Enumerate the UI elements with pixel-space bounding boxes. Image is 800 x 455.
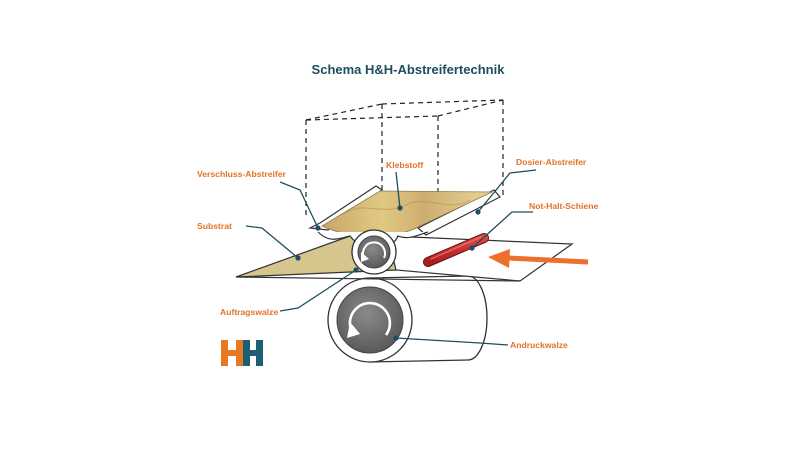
small-rotation-arrow-icon <box>362 241 386 259</box>
verschluss-abstreifer-blade <box>307 185 384 231</box>
auftragswalze-roller <box>351 229 397 275</box>
not-halt-schiene <box>423 233 489 267</box>
leader-dots <box>295 205 481 341</box>
rotation-arrowhead-icon <box>347 322 360 338</box>
label-not-halt-schiene: Not-Halt-Schiene <box>529 201 598 211</box>
label-auftragswalze: Auftragswalze <box>220 307 278 317</box>
label-dosier-abstreifer: Dosier-Abstreifer <box>516 157 587 167</box>
label-andruckwalze: Andruckwalze <box>510 340 568 350</box>
label-verschluss-abstreifer: Verschluss-Abstreifer <box>197 169 286 179</box>
feed-direction-arrow-icon <box>488 249 589 268</box>
andruckwalze-roller <box>327 275 488 363</box>
label-klebstoff: Klebstoff <box>386 160 423 170</box>
leader-lines <box>245 169 537 346</box>
rotation-arrow-icon <box>348 301 392 336</box>
label-substrat: Substrat <box>197 221 232 231</box>
hh-logo-icon <box>221 340 263 366</box>
diagram-title: Schema H&H-Abstreifertechnik <box>312 62 506 77</box>
